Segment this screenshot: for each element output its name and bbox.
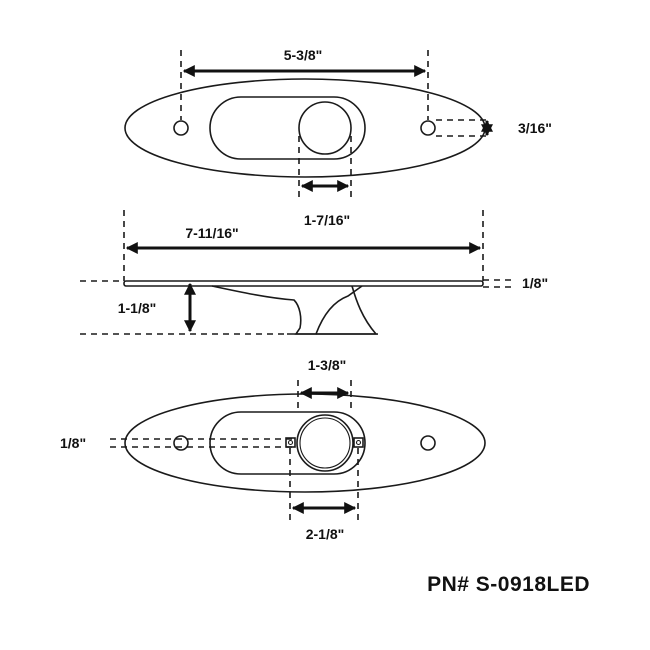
bottom-view: 1-3/8" 2-1/8" 1/8"	[60, 357, 486, 542]
top-view-housing-slot	[209, 96, 366, 160]
side-view: 7-11/16" 1-1/8" 1/8"	[80, 210, 548, 335]
side-view-length-label: 7-11/16"	[185, 225, 238, 241]
top-view-lens-label: 1-7/16"	[304, 212, 350, 228]
bottom-view-lens-inner-circle	[299, 417, 351, 469]
top-view-left-mount-hole	[173, 120, 189, 136]
bottom-view-tab-label: 2-1/8"	[306, 526, 345, 542]
bottom-view-base-outline	[124, 393, 486, 493]
bottom-view-offset-label: 1/8"	[60, 435, 86, 451]
top-view-width-label: 5-3/8"	[284, 47, 323, 63]
side-view-height-label: 1-1/8"	[118, 300, 157, 316]
side-view-thickness-label: 1/8"	[522, 275, 548, 291]
bottom-view-left-mount-hole	[173, 435, 189, 451]
bottom-view-right-tab	[353, 437, 364, 448]
top-view: 5-3/8" 3/16" 1-7/16"	[124, 47, 552, 228]
bottom-view-right-mount-hole	[420, 435, 436, 451]
side-view-base-plate	[123, 280, 484, 287]
bottom-view-lens-circle	[296, 414, 354, 472]
top-view-right-mount-hole	[420, 120, 436, 136]
bottom-view-circle-label: 1-3/8"	[308, 357, 347, 373]
side-view-arm-profile	[211, 285, 363, 335]
bottom-view-left-tab-hole	[287, 439, 294, 446]
side-view-stem-profile	[316, 285, 378, 335]
top-view-base-outline	[124, 78, 486, 178]
top-view-hole-label: 3/16"	[518, 120, 552, 136]
part-number: PN# S-0918LED	[427, 573, 590, 596]
bottom-view-housing-slot	[209, 411, 366, 475]
top-view-lens-circle	[298, 101, 352, 155]
bottom-view-right-tab-hole	[355, 439, 362, 446]
